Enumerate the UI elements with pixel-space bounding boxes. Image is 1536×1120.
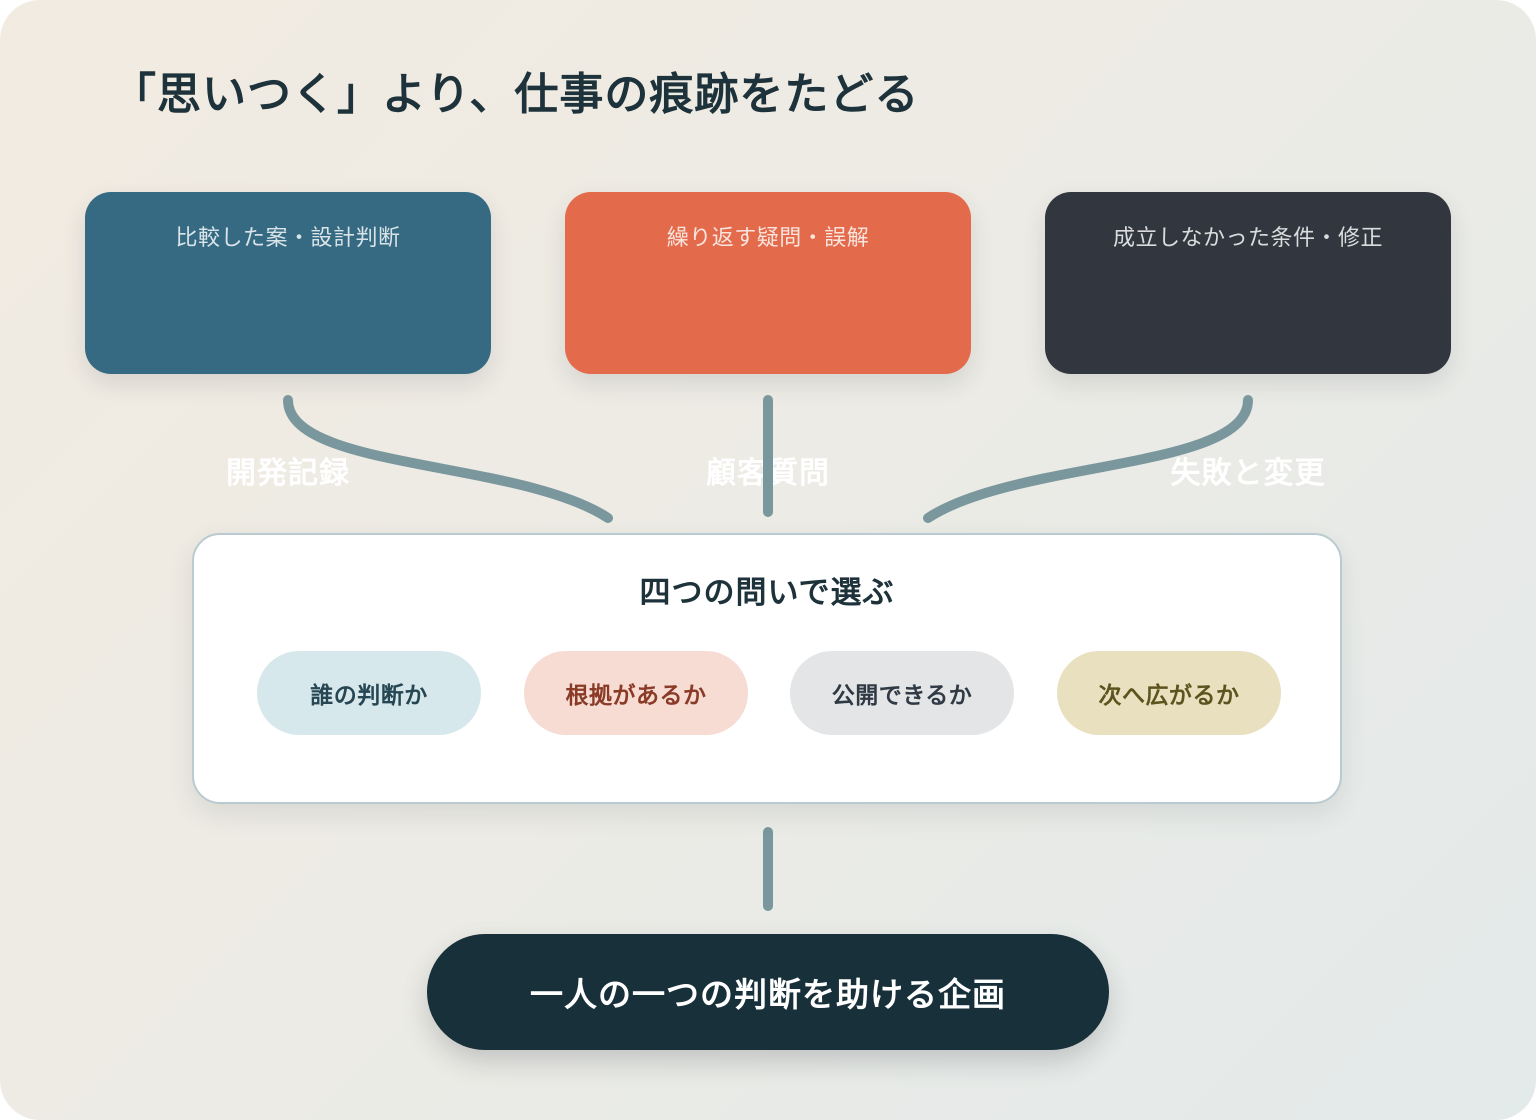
source-card-dev-log: 開発記録 比較した案・設計判断 bbox=[85, 192, 491, 491]
question-pill-publishable: 公開できるか bbox=[790, 651, 1014, 735]
question-pill-whose-decision: 誰の判断か bbox=[257, 651, 481, 735]
source-card-subtitle: 比較した案・設計判断 bbox=[175, 226, 401, 251]
source-card-title: 失敗と変更 bbox=[1170, 456, 1326, 491]
diagram-title: 「思いつく」より、仕事の痕跡をたどる bbox=[112, 69, 920, 120]
result-label: 一人の一つの判断を助ける企画 bbox=[530, 975, 1006, 1014]
question-label: 根拠があるか bbox=[565, 683, 707, 709]
filter-box: 四つの問いで選ぶ 誰の判断か 根拠があるか 公開できるか 次へ広がるか bbox=[192, 533, 1342, 804]
source-card-subtitle: 繰り返す疑問・誤解 bbox=[666, 226, 870, 251]
source-card-failures: 失敗と変更 成立しなかった条件・修正 bbox=[1045, 192, 1451, 491]
question-label: 公開できるか bbox=[831, 683, 973, 709]
question-label: 誰の判断か bbox=[310, 683, 428, 709]
source-card-title: 開発記録 bbox=[226, 456, 350, 491]
source-card-customer-questions: 顧客質問 繰り返す疑問・誤解 bbox=[565, 192, 971, 491]
question-pill-extends: 次へ広がるか bbox=[1057, 651, 1281, 735]
result-pill: 一人の一つの判断を助ける企画 bbox=[427, 934, 1109, 1050]
question-label: 次へ広がるか bbox=[1098, 683, 1240, 709]
question-pill-evidence: 根拠があるか bbox=[524, 651, 748, 735]
filter-title: 四つの問いで選ぶ bbox=[639, 575, 895, 611]
connector-left bbox=[283, 395, 613, 523]
connector-right bbox=[923, 395, 1253, 523]
source-card-subtitle: 成立しなかった条件・修正 bbox=[1112, 226, 1383, 251]
